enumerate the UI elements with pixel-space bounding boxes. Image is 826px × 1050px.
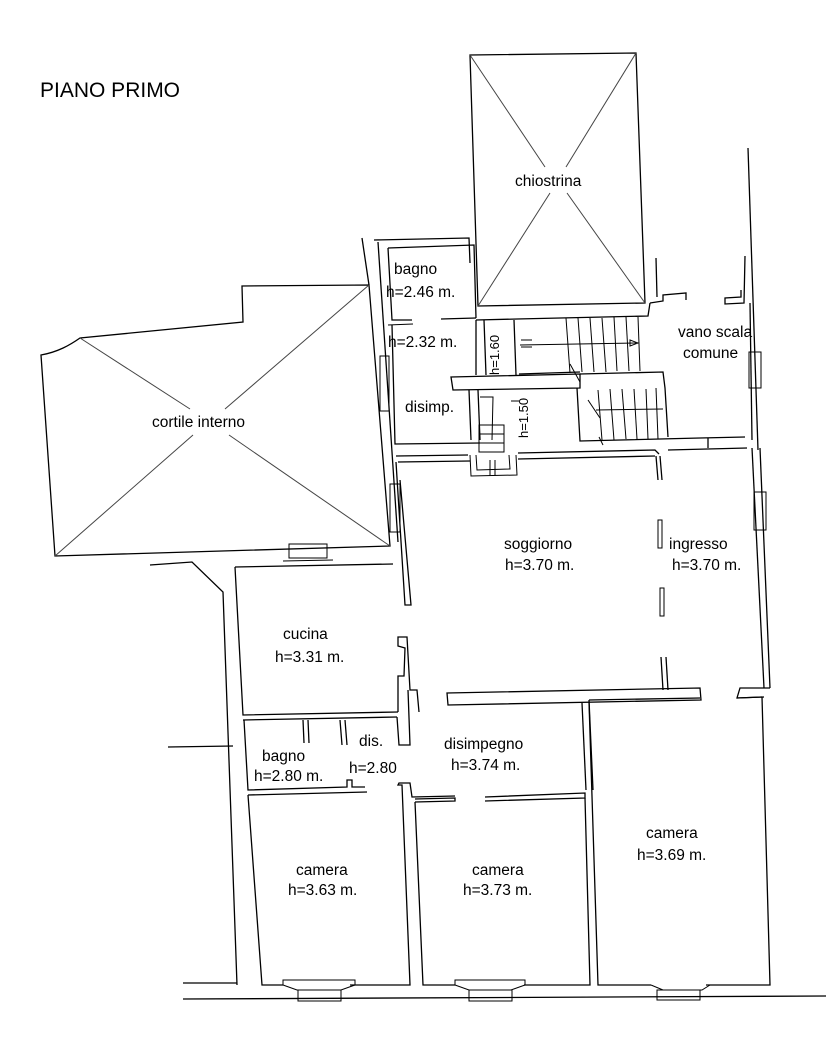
- bagno-top-name: bagno: [394, 261, 437, 278]
- vano-scala-area: vano scala comune: [649, 147, 762, 451]
- corridor-height: h=2.32 m.: [388, 334, 457, 351]
- ingresso-height: h=3.70 m.: [672, 557, 741, 574]
- camera-left-name: camera: [296, 862, 348, 879]
- soggiorno-name: soggiorno: [504, 536, 572, 553]
- cucina-height: h=3.31 m.: [275, 649, 344, 666]
- bagno-top-height: h=2.46 m.: [386, 284, 455, 301]
- main-walls: [389, 447, 771, 706]
- staircase: [469, 302, 701, 477]
- cucina-name: cucina: [283, 626, 328, 643]
- disimpegno-name: disimpegno: [444, 736, 523, 753]
- stair-h160-label: h=1.60: [487, 335, 502, 375]
- dis-height: h=2.80: [349, 760, 397, 777]
- chiostrina-area: chiostrina: [469, 52, 646, 307]
- disimpegno-height: h=3.74 m.: [451, 757, 520, 774]
- bagno-bottom-height: h=2.80 m.: [254, 768, 323, 785]
- camera-mid-name: camera: [472, 862, 524, 879]
- ingresso-name: ingresso: [669, 536, 728, 553]
- vano-scala-label-1: vano scala: [678, 324, 752, 341]
- bagno-dis-area: bagno h=2.80 m. dis. h=2.80: [242, 689, 411, 791]
- window-right: [650, 984, 711, 1001]
- camera-right-name: camera: [646, 825, 698, 842]
- cortile-label: cortile interno: [152, 414, 245, 431]
- camera-left-height: h=3.63 m.: [288, 882, 357, 899]
- camera-mid-height: h=3.73 m.: [463, 882, 532, 899]
- cortile-area: cortile interno: [40, 284, 391, 562]
- window-left: [282, 979, 356, 1002]
- chiostrina-label: chiostrina: [515, 173, 582, 190]
- plan-title: PIANO PRIMO: [40, 79, 180, 102]
- vano-scala-label-2: comune: [683, 345, 738, 362]
- camere-area: camera h=3.63 m. camera h=3.73 m. camera…: [182, 696, 826, 1002]
- cucina-area: cucina h=3.31 m.: [149, 561, 420, 986]
- soggiorno-height: h=3.70 m.: [505, 557, 574, 574]
- disimpegno-area: disimpegno h=3.74 m.: [444, 699, 594, 791]
- dis-name: dis.: [359, 733, 383, 750]
- camera-right-height: h=3.69 m.: [637, 847, 706, 864]
- disimp-label: disimp.: [405, 399, 454, 416]
- bagno-bottom-name: bagno: [262, 748, 305, 765]
- stair-h150-label: h=1.50: [516, 398, 531, 438]
- upper-left-rooms: bagno h=2.46 m. h=2.32 m. disimp.: [361, 237, 581, 543]
- window-mid: [454, 979, 526, 1002]
